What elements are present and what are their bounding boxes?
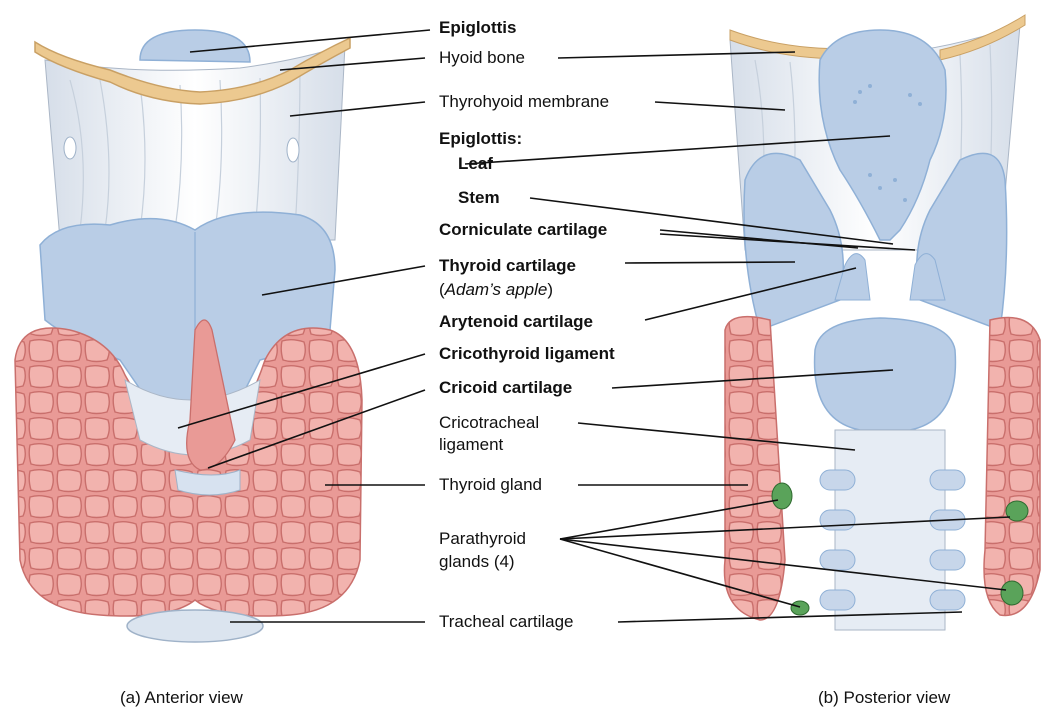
label-stem: Stem <box>458 188 500 208</box>
label-cricotracheal-ligament-line1: Cricotracheal <box>439 413 539 433</box>
anterior-view-figure <box>15 30 362 642</box>
adams-apple-text: Adam’s apple <box>445 280 548 299</box>
label-corniculate-cartilage: Corniculate cartilage <box>439 220 607 240</box>
label-parathyroid-line2: glands (4) <box>439 552 515 572</box>
label-epiglottis-heading: Epiglottis: <box>439 129 522 149</box>
label-cricotracheal-ligament-line2: ligament <box>439 435 503 455</box>
label-parathyroid-line1: Parathyroid <box>439 529 526 549</box>
parathyroid-gland-2 <box>1006 501 1028 521</box>
parathyroid-gland-1 <box>772 483 792 509</box>
label-thyrohyoid-membrane: Thyrohyoid membrane <box>439 92 609 112</box>
epiglottis-tip-shape <box>140 30 250 62</box>
tracheal-cartilage-shape <box>127 610 263 642</box>
label-thyroid-cartilage: Thyroid cartilage <box>439 256 576 276</box>
label-epiglottis: Epiglottis <box>439 18 516 38</box>
label-leaf: Leaf <box>458 154 493 174</box>
caption-posterior-view: (b) Posterior view <box>818 688 950 708</box>
label-thyroid-gland: Thyroid gland <box>439 475 542 495</box>
posterior-view-figure <box>724 15 1040 630</box>
caption-anterior-view: (a) Anterior view <box>120 688 243 708</box>
label-tracheal-cartilage: Tracheal cartilage <box>439 612 574 632</box>
label-cricothyroid-ligament: Cricothyroid ligament <box>439 344 615 364</box>
label-cricoid-cartilage: Cricoid cartilage <box>439 378 572 398</box>
label-hyoid-bone: Hyoid bone <box>439 48 525 68</box>
label-arytenoid-cartilage: Arytenoid cartilage <box>439 312 593 332</box>
adams-apple-paren-close: ) <box>547 280 553 299</box>
parathyroid-gland-4 <box>791 601 809 615</box>
label-adams-apple: (Adam’s apple) <box>439 280 553 300</box>
parathyroid-gland-3 <box>1001 581 1023 605</box>
